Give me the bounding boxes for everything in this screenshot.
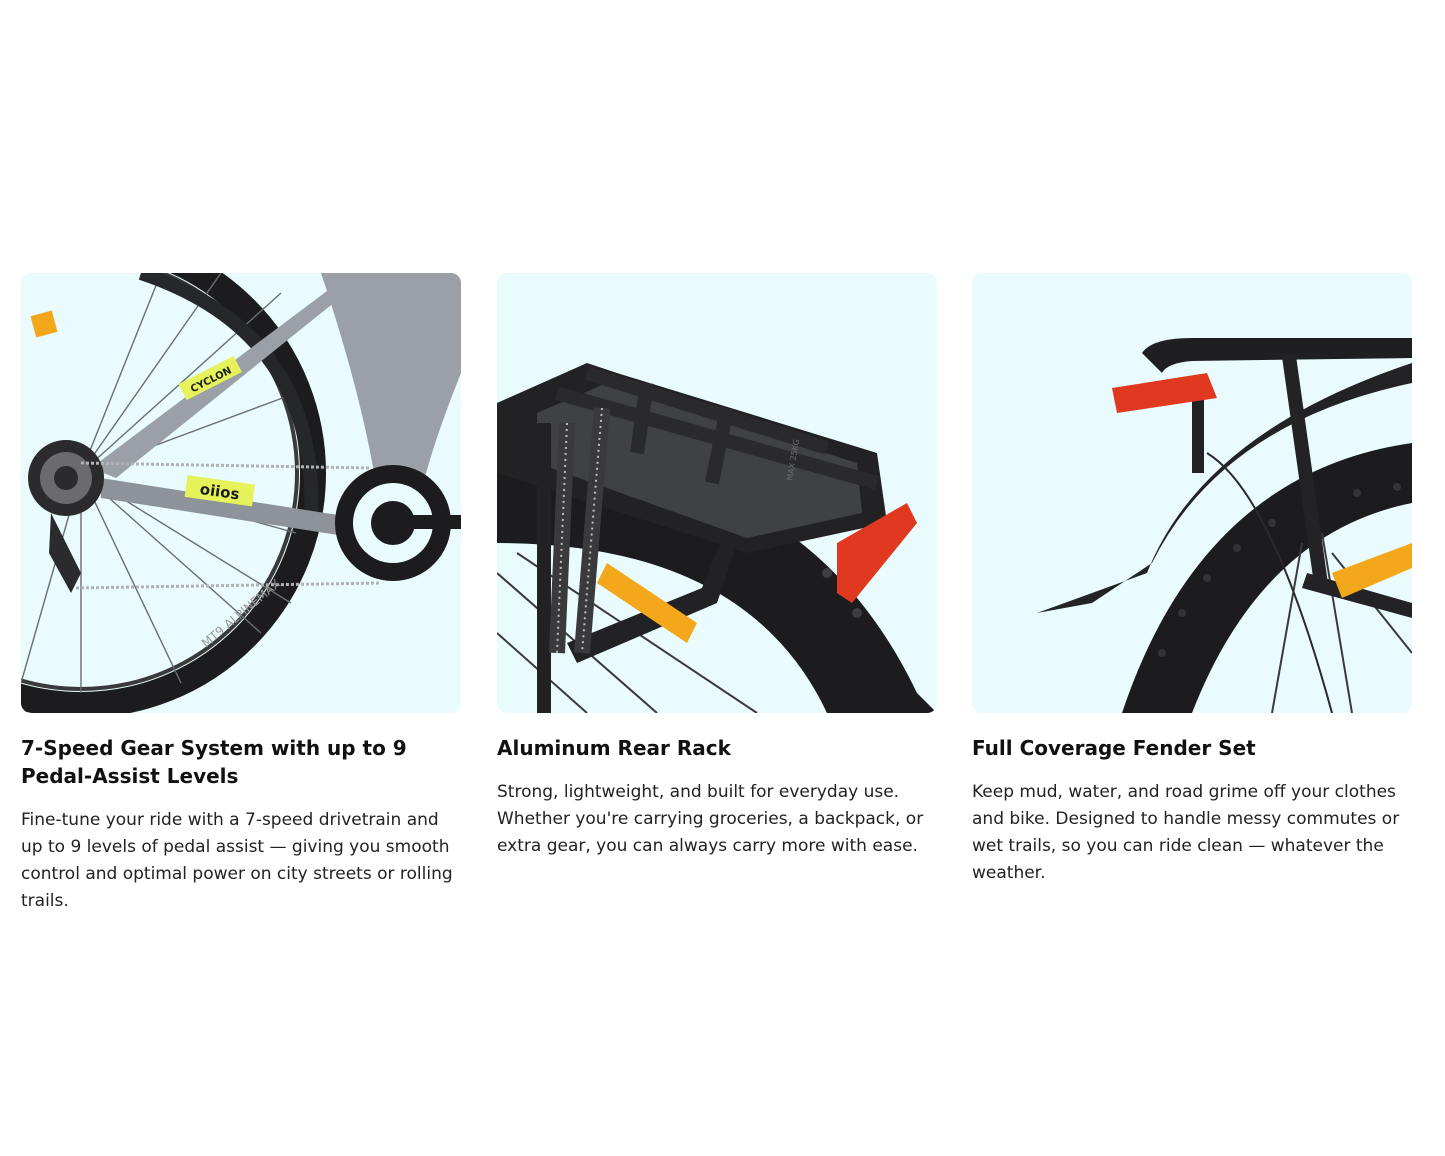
- feature-title: Aluminum Rear Rack: [497, 736, 731, 760]
- feature-image-rear-rack: MAX 25KG: [497, 273, 937, 713]
- feature-description: Strong, lightweight, and built for every…: [497, 782, 924, 856]
- feature-card-gear-system: CYCLON oiios: [21, 273, 461, 915]
- feature-description: Fine-tune your ride with a 7-speed drive…: [21, 810, 453, 911]
- feature-image-fender: [972, 273, 1412, 713]
- feature-title: Full Coverage Fender Set: [972, 736, 1256, 760]
- feature-card-fender-set: Full Coverage Fender Set Keep mud, water…: [972, 273, 1412, 887]
- feature-grid: CYCLON oiios: [21, 273, 1412, 923]
- feature-description: Keep mud, water, and road grime off your…: [972, 782, 1400, 883]
- feature-card-rear-rack: MAX 25KG Aluminum Rear Rack Strong, ligh…: [497, 273, 937, 860]
- brand-badge-text: oiios: [199, 480, 241, 503]
- feature-title: 7-Speed Gear System with up to 9 Pedal-A…: [21, 736, 407, 788]
- feature-image-drivetrain: CYCLON oiios: [21, 273, 461, 713]
